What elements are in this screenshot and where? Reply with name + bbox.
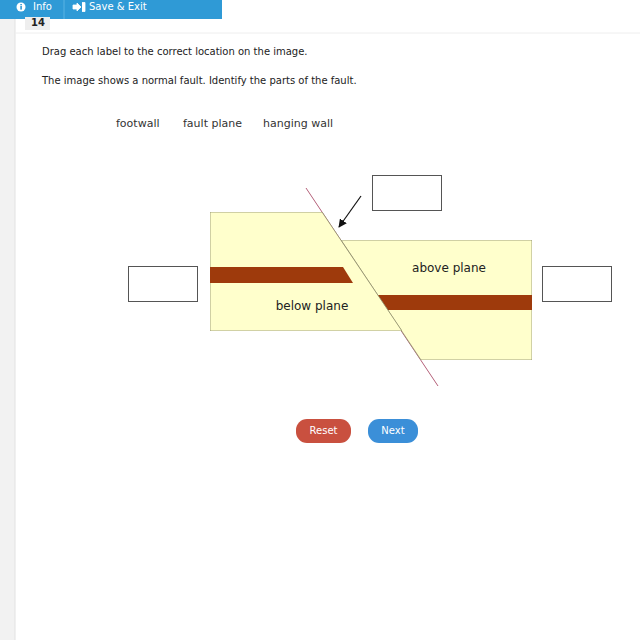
footwall-block: below plane [210,212,402,331]
drag-label: fault plane [183,117,242,130]
drop-box [129,267,198,302]
drop-box [543,267,612,302]
drop-box [373,176,442,211]
button-fill [296,419,351,443]
question-number-box [25,17,50,30]
drag-label: footwall [116,117,160,130]
info-icon [20,6,22,10]
drag-label: hanging wall [263,117,333,130]
next-button: Next [368,419,418,443]
block-label: below plane [276,299,349,313]
button-fill [368,419,418,443]
toolbar-button: Save & Exit [89,1,147,13]
rock-layer [210,212,402,331]
page-border [15,0,16,640]
page-margin [0,0,15,640]
pointer-arrow [339,196,361,227]
bar-divider [64,0,65,19]
button-label: Next [381,425,404,437]
info-icon [20,4,22,5]
rock-block [210,212,402,331]
marker-bed [377,295,532,310]
instruction-text: Drag each label to the correct location … [42,46,308,58]
instruction-text: The image shows a normal fault. Identify… [42,75,357,87]
info-icon [17,3,26,12]
reset-button: Reset [296,419,351,443]
question-number: 14 [31,17,45,29]
exit-icon [73,3,85,12]
marker-bed [210,267,353,283]
block-label: above plane [412,261,486,275]
button-label: Reset [310,425,338,437]
toolbar-button: Info [33,1,52,13]
header-rule [15,33,640,34]
top-bar [0,0,222,19]
